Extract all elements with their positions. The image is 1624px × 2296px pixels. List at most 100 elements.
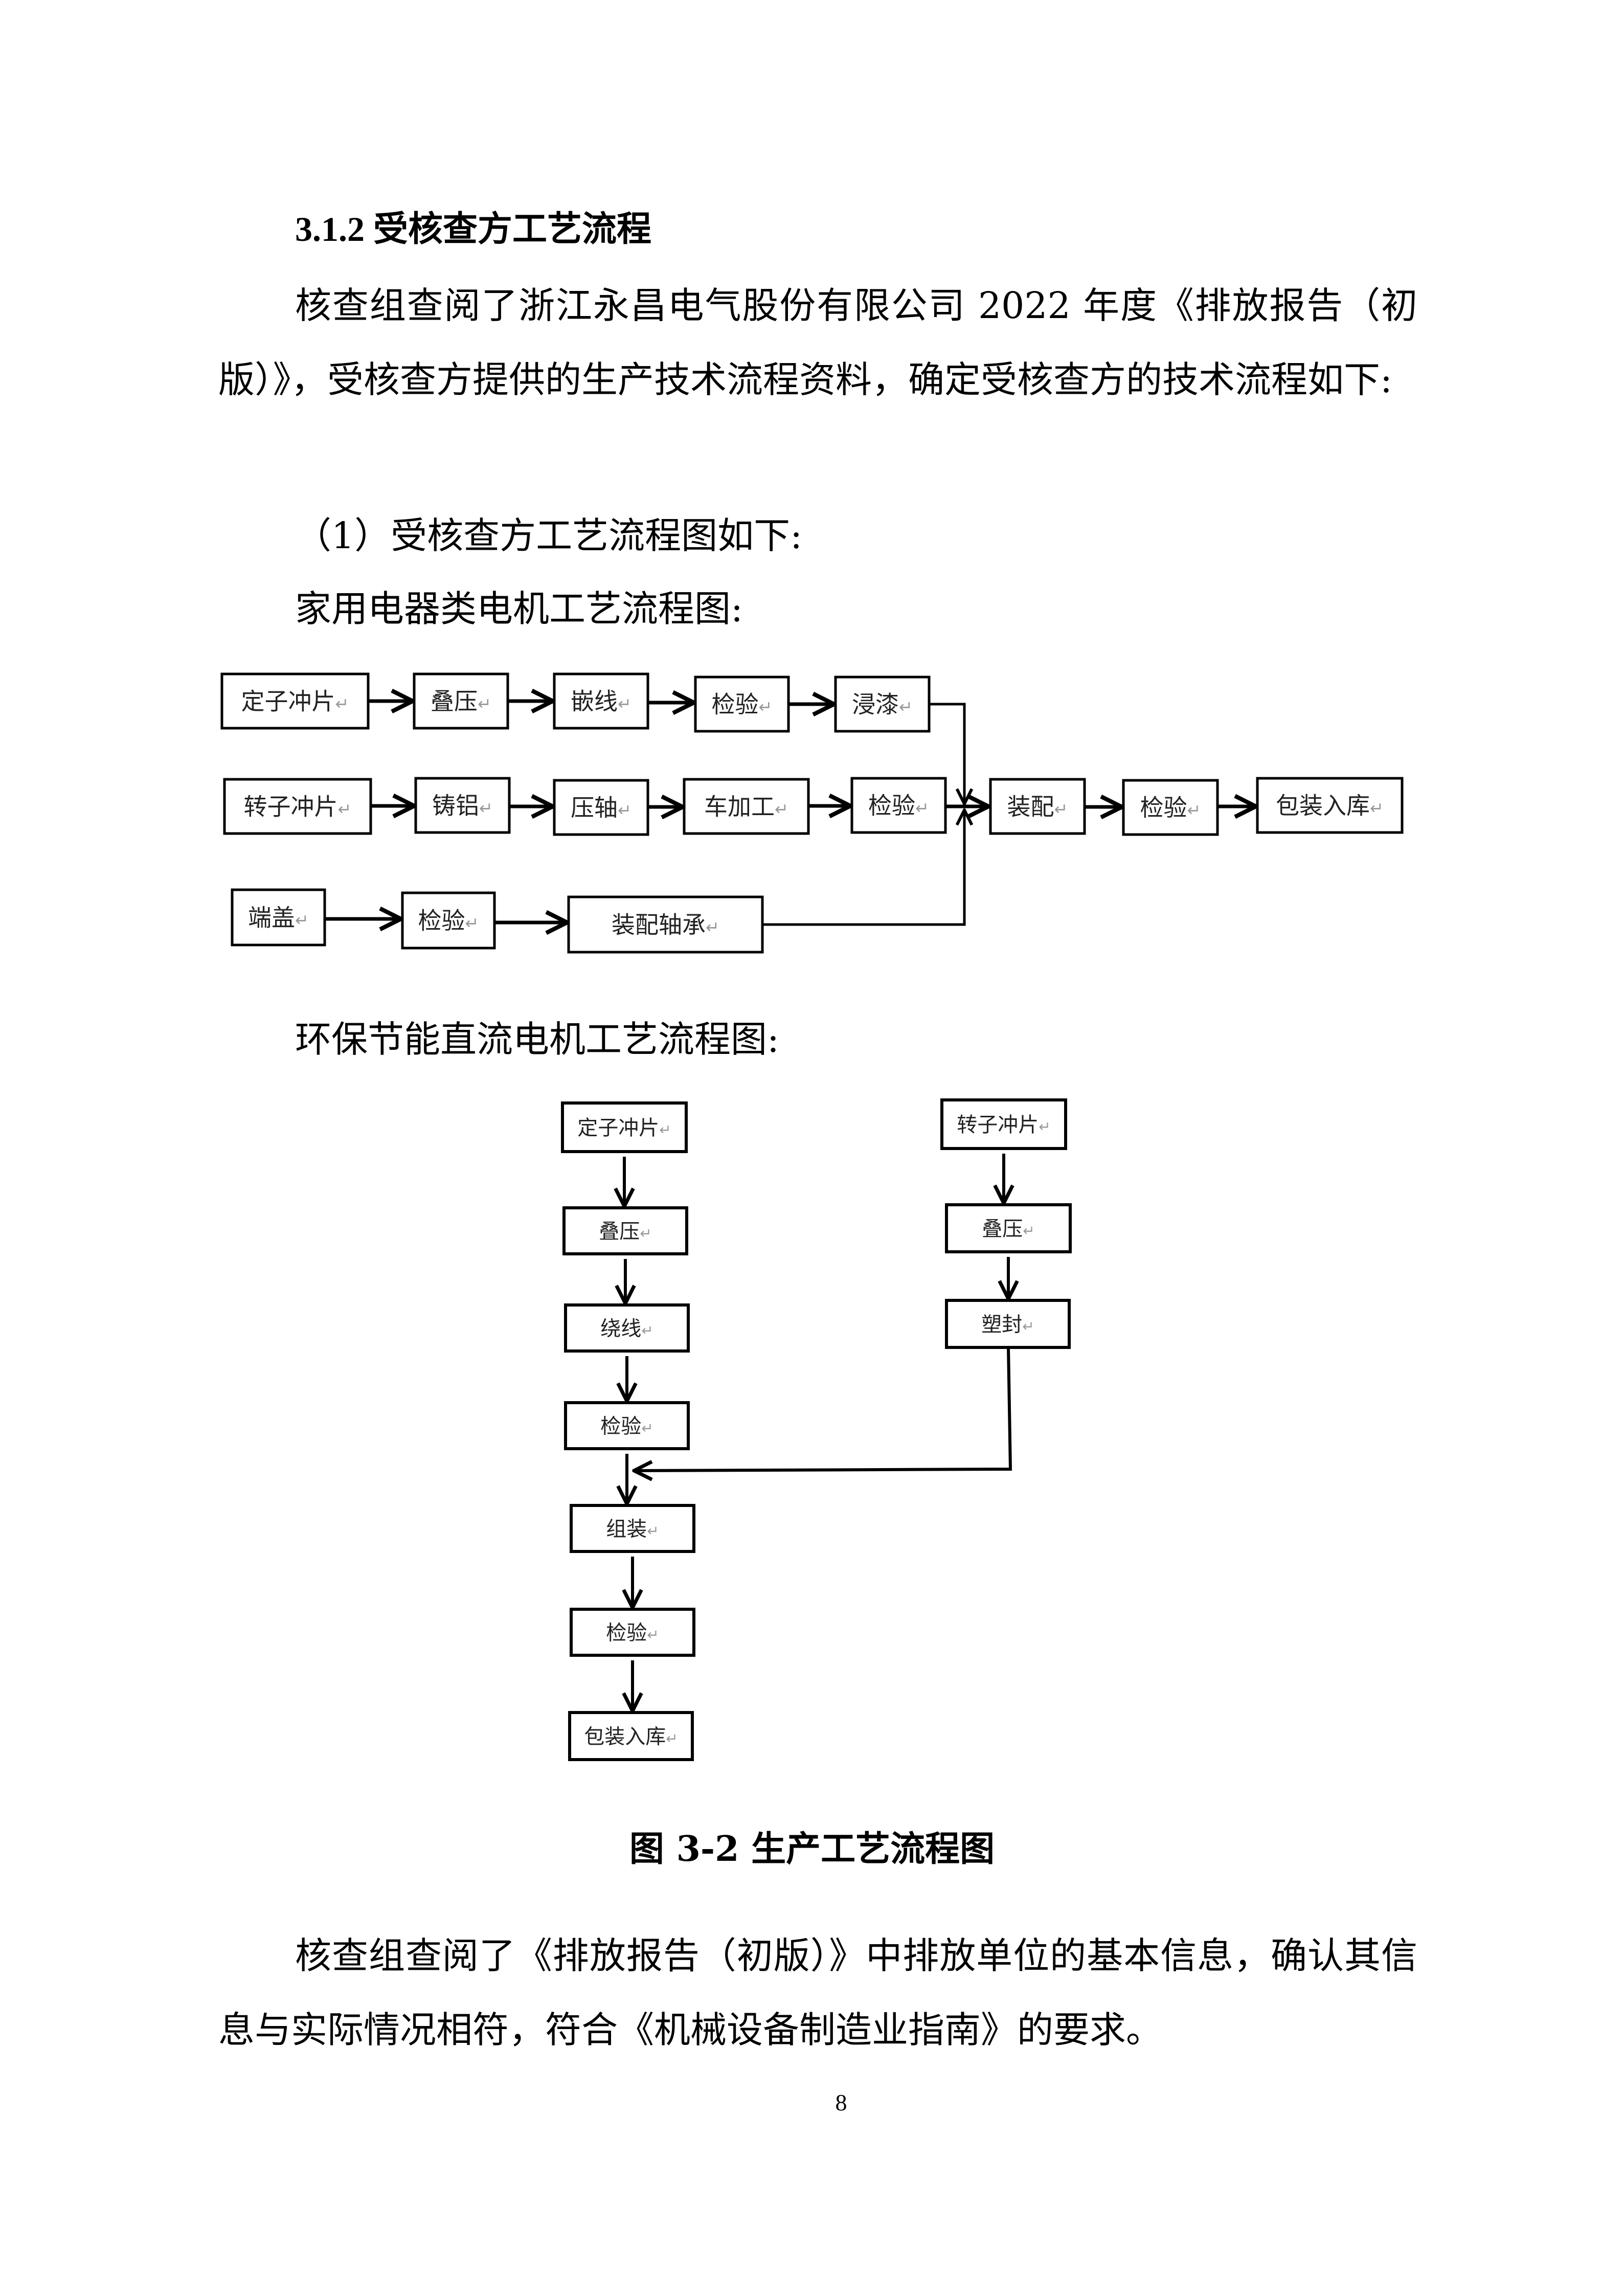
paragraph-mark-icon: ↵ — [666, 1730, 678, 1747]
d2-node-0-box — [561, 1101, 688, 1153]
node-text: 定子冲片 — [577, 1116, 659, 1140]
d1-node-3-box — [694, 676, 790, 733]
paragraph-mark-icon: ↵ — [478, 694, 491, 714]
d1-node-9-label: 检验↵ — [868, 792, 929, 820]
paragraph-mark-icon: ↵ — [647, 1522, 659, 1539]
node-text: 检验 — [1140, 794, 1187, 822]
node-text: 包装入库 — [1276, 792, 1370, 820]
d2-node-3-label: 检验↵ — [600, 1414, 653, 1438]
paragraph-mark-icon: ↵ — [618, 801, 631, 820]
d1-node-14-label: 检验↵ — [418, 907, 479, 935]
d1-node-12-box — [1256, 777, 1404, 834]
d2-node-1-label: 叠压↵ — [599, 1220, 651, 1243]
paragraph-mark-icon: ↵ — [1370, 799, 1384, 818]
d1-node-7-box — [553, 779, 649, 836]
d2-node-0-label: 定子冲片↵ — [577, 1116, 671, 1140]
node-text: 车加工 — [704, 793, 775, 821]
node-text: 装配轴承 — [612, 911, 706, 939]
node-text: 叠压 — [599, 1220, 640, 1243]
paragraph-mark-icon: ↵ — [1022, 1318, 1034, 1335]
d1-node-8-box — [683, 778, 810, 835]
d1-node-15-label: 装配轴承↵ — [612, 911, 719, 939]
d1-node-4-label: 浸漆↵ — [852, 691, 913, 718]
d1-node-5-box — [223, 778, 372, 835]
paragraph-mark-icon: ↵ — [899, 697, 913, 717]
paragraph-mark-icon: ↵ — [915, 799, 929, 818]
d2-node-6-label: 包装入库↵ — [584, 1725, 678, 1748]
paragraph-mark-icon: ↵ — [647, 1626, 659, 1643]
paragraph-mark-icon: ↵ — [1187, 801, 1201, 820]
d1-node-14-box — [401, 891, 496, 950]
d1-node-3-label: 检验↵ — [712, 691, 773, 718]
node-text: 铸铝 — [432, 792, 479, 820]
d1-node-2-label: 嵌线↵ — [571, 688, 631, 715]
d1-node-1-label: 叠压↵ — [431, 688, 491, 715]
d2-node-5-label: 检验↵ — [606, 1621, 659, 1645]
node-text: 检验 — [606, 1621, 647, 1645]
d1-node-10-label: 装配↵ — [1007, 793, 1068, 821]
paragraph-mark-icon: ↵ — [618, 694, 631, 714]
node-text: 端盖 — [248, 904, 295, 932]
paragraph-mark-icon: ↵ — [1039, 1118, 1050, 1135]
paragraph-mark-icon: ↵ — [706, 918, 719, 937]
paragraph-mark-icon: ↵ — [641, 1322, 653, 1339]
node-text: 组装 — [606, 1517, 647, 1541]
d1-node-2-box — [553, 672, 649, 730]
d1-node-0-box — [220, 672, 370, 730]
node-text: 绕线 — [600, 1317, 641, 1340]
d2-node-5-box — [570, 1608, 695, 1657]
node-text: 浸漆 — [852, 691, 899, 718]
paragraph-mark-icon: ↵ — [640, 1225, 651, 1242]
d2-node-8-label: 叠压↵ — [982, 1217, 1034, 1241]
stator-merge-connector — [929, 703, 964, 804]
intro-paragraph: 核查组查阅了浙江永昌电气股份有限公司 2022 年度《排放报告（初版）》，受核查… — [218, 284, 1417, 401]
paragraph-mark-icon: ↵ — [479, 799, 493, 818]
d1-node-8-label: 车加工↵ — [704, 793, 788, 821]
paragraph-mark-icon: ↵ — [759, 697, 773, 717]
node-text: 压轴 — [571, 794, 618, 822]
d1-node-5-label: 转子冲片↵ — [244, 793, 352, 821]
paragraph-mark-icon: ↵ — [338, 800, 352, 819]
node-text: 检验 — [868, 792, 915, 820]
d1-node-4-box — [834, 676, 931, 733]
d1-node-13-box — [231, 888, 326, 947]
paragraph-mark-icon: ↵ — [659, 1121, 671, 1138]
node-text: 检验 — [712, 691, 759, 718]
node-text: 检验 — [418, 907, 465, 935]
section-heading: 3.1.2 受核查方工艺流程 — [295, 210, 652, 249]
d1-node-1-box — [413, 672, 509, 730]
node-text: 叠压 — [431, 688, 478, 715]
step-1-label: （1）受核查方工艺流程图如下: — [295, 514, 803, 557]
node-text: 转子冲片 — [244, 793, 338, 821]
d1-node-6-label: 铸铝↵ — [432, 792, 493, 820]
d1-node-13-label: 端盖↵ — [248, 904, 309, 932]
d1-node-10-box — [989, 778, 1086, 835]
endcap-merge-connector — [762, 810, 964, 926]
d1-node-6-box — [414, 777, 511, 834]
d2-node-6-box — [568, 1711, 694, 1761]
d1-node-11-label: 检验↵ — [1140, 794, 1201, 822]
paragraph-mark-icon: ↵ — [295, 911, 309, 930]
node-text: 叠压 — [982, 1217, 1023, 1241]
node-text: 装配 — [1007, 793, 1054, 821]
node-text: 检验 — [600, 1414, 641, 1438]
d2-node-4-box — [570, 1504, 695, 1553]
paragraph-mark-icon: ↵ — [641, 1420, 653, 1436]
d2-node-4-label: 组装↵ — [606, 1517, 659, 1541]
d2-node-7-label: 转子冲片↵ — [957, 1113, 1050, 1137]
d2-node-7-box — [940, 1098, 1067, 1150]
paragraph-mark-icon: ↵ — [775, 800, 788, 819]
paragraph-mark-icon: ↵ — [465, 914, 479, 933]
rotor-merge-connector — [634, 1347, 1012, 1471]
node-text: 包装入库 — [584, 1725, 666, 1748]
diagram-2-title: 环保节能直流电机工艺流程图: — [295, 1018, 779, 1061]
node-text: 转子冲片 — [957, 1113, 1039, 1137]
diagram-1-title: 家用电器类电机工艺流程图: — [295, 588, 743, 630]
d1-node-9-box — [850, 777, 947, 834]
d2-node-9-box — [945, 1299, 1071, 1349]
d2-node-2-label: 绕线↵ — [600, 1317, 653, 1340]
conclusion-paragraph: 核查组查阅了《排放报告（初版）》中排放单位的基本信息，确认其信息与实际情况相符，… — [218, 1934, 1417, 2051]
d1-node-12-label: 包装入库↵ — [1276, 792, 1384, 820]
d2-node-9-label: 塑封↵ — [981, 1313, 1034, 1336]
